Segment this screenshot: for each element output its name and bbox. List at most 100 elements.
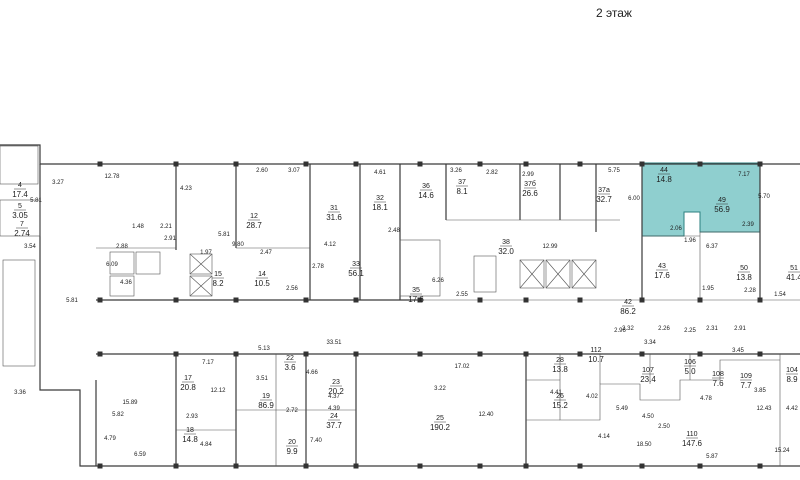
- column-marker: [97, 463, 103, 469]
- room-area: 56.1: [348, 269, 364, 278]
- dimension-label: 5.81: [218, 232, 230, 238]
- room-number: 26: [556, 393, 564, 400]
- dimension-label: 5.75: [608, 168, 620, 174]
- room-area: 5.0: [684, 367, 696, 376]
- column-marker: [173, 463, 179, 469]
- dimension-label: 3.27: [52, 180, 64, 186]
- room-number: 51: [790, 265, 798, 272]
- room-number: 20: [288, 439, 296, 446]
- dimension-label: 1.95: [702, 286, 714, 292]
- dimension-label: 17.02: [454, 364, 470, 370]
- dimension-label: 3.36: [14, 390, 26, 396]
- upper-partitions: [96, 164, 761, 300]
- dimension-label: 3.32: [622, 326, 634, 332]
- dimension-label: 3.22: [434, 386, 446, 392]
- room-area: 20.2: [328, 387, 344, 396]
- dimension-label: 2.96: [614, 328, 626, 334]
- room-number: 5: [18, 203, 22, 210]
- room-area: 20.8: [180, 383, 196, 392]
- room-number: 106: [684, 359, 696, 366]
- dimension-label: 12.78: [104, 174, 120, 180]
- dimension-label: 3.07: [288, 168, 300, 174]
- column-marker: [523, 161, 529, 167]
- room-area: 31.6: [326, 213, 342, 222]
- dimension-label: 2.47: [260, 250, 272, 256]
- column-marker: [417, 161, 423, 167]
- dimension-label: 2.25: [684, 328, 696, 334]
- room-number: 38: [502, 239, 510, 246]
- column-marker: [173, 161, 179, 167]
- dimension-label: 3.54: [24, 244, 36, 250]
- room-number: 28: [556, 357, 564, 364]
- room-area: 26.6: [522, 189, 538, 198]
- room-number: 43: [658, 263, 666, 270]
- column-marker: [303, 463, 309, 469]
- column-marker: [97, 161, 103, 167]
- room-area: 9.9: [286, 447, 298, 456]
- dimension-label: 5.82: [112, 412, 124, 418]
- room-number: 37a: [598, 187, 610, 194]
- dimension-label: 4.50: [642, 414, 654, 420]
- room-number: 104: [786, 367, 798, 374]
- dimension-label: 18.50: [636, 442, 652, 448]
- column-marker: [577, 351, 583, 357]
- column-marker: [417, 463, 423, 469]
- dimension-label: 2.31: [706, 326, 718, 332]
- structural-columns: [97, 161, 763, 469]
- corridor: [96, 299, 800, 355]
- dimension-label: 6.00: [628, 196, 640, 202]
- room-number: 32: [376, 195, 384, 202]
- dimension-label: 2.60: [256, 168, 268, 174]
- column-marker: [523, 297, 529, 303]
- room-area: 28.7: [246, 221, 262, 230]
- dimension-label: 2.82: [486, 170, 498, 176]
- room-number: 37: [458, 179, 466, 186]
- room-number: 18: [186, 427, 194, 434]
- column-marker: [353, 161, 359, 167]
- room-number: 19: [262, 393, 270, 400]
- room-number: 49: [718, 197, 726, 204]
- room-area: 41.4: [786, 273, 800, 282]
- room-number: 37б: [524, 180, 536, 188]
- column-marker: [173, 351, 179, 357]
- dimension-label: 4.02: [586, 394, 598, 400]
- room-number: 31: [330, 205, 338, 212]
- column-marker: [697, 297, 703, 303]
- dimension-label: 9.80: [232, 242, 244, 248]
- column-marker: [639, 463, 645, 469]
- room-area: 17.4: [12, 190, 28, 199]
- room-number: 44: [660, 167, 668, 174]
- column-marker: [639, 161, 645, 167]
- room-area: 15.2: [552, 401, 568, 410]
- dimension-label: 12.40: [478, 412, 494, 418]
- room-number: 36: [422, 183, 430, 190]
- room-area: 147.6: [682, 439, 703, 448]
- dimension-label: 5.87: [706, 454, 718, 460]
- room-number: 22: [286, 355, 294, 362]
- dimension-label: 7.17: [202, 360, 214, 366]
- dimension-label: 12.43: [756, 406, 772, 412]
- column-marker: [353, 351, 359, 357]
- column-marker: [477, 463, 483, 469]
- room-area: 17.6: [408, 295, 424, 304]
- room-area: 13.8: [552, 365, 568, 374]
- dimension-label: 2.93: [186, 414, 198, 420]
- room-area: 18.1: [372, 203, 388, 212]
- room-area: 32.0: [498, 247, 514, 256]
- column-marker: [757, 351, 763, 357]
- column-marker: [477, 297, 483, 303]
- column-marker: [353, 297, 359, 303]
